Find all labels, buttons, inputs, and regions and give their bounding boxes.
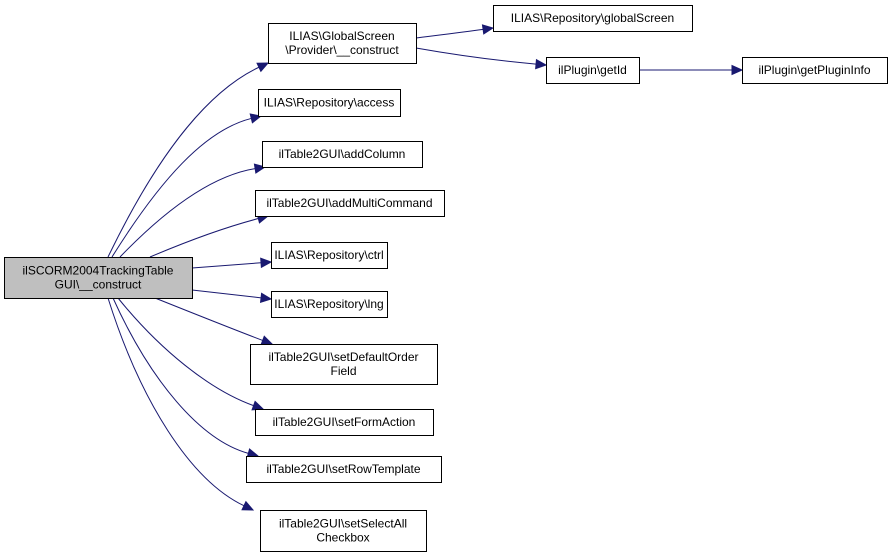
edge-root-to-add_multi [149,218,259,258]
node-label: ILIAS\Repository\ctrl [274,248,383,262]
node-label: ilSCORM2004TrackingTable [23,264,174,278]
arrowhead-icon [535,58,548,70]
node-label: ILIAS\Repository\globalScreen [511,11,674,25]
edge-root-to-set_row_template [112,297,249,454]
node-label: ilPlugin\getPluginInfo [758,63,870,77]
node-repo-access[interactable]: ILIAS\Repository\access [258,89,401,117]
edge-root-to-repo_access [111,117,252,258]
edge-root-to-repo_ctrl [191,262,262,269]
edge-root-to-gs_provider [107,66,260,258]
node-box [246,456,442,483]
node-repo-lng[interactable]: ILIAS\Repository\lng [271,291,388,318]
node-label: ilPlugin\getId [558,63,627,77]
arrowhead-icon [260,335,274,346]
node-add-multi[interactable]: ilTable2GUI\addMultiCommand [255,190,445,217]
arrowhead-icon [731,64,744,76]
edge-root-to-repo_lng [191,289,262,299]
node-plugin-get-info[interactable]: ilPlugin\getPluginInfo [742,57,888,84]
node-box [255,190,445,217]
arrowhead-icon [256,62,270,73]
node-box [262,141,423,168]
node-box [546,57,640,84]
node-label: ilTable2GUI\setRowTemplate [266,462,420,476]
arrowhead-icon [260,257,273,269]
node-label: \Provider\__construct [285,43,399,57]
node-set-form-action[interactable]: ilTable2GUI\setFormAction [255,409,434,436]
node-label: ILIAS\GlobalScreen [289,29,394,43]
node-label: ILIAS\Repository\lng [274,297,383,311]
node-box [258,89,401,117]
node-label: GUI\__construct [55,278,142,292]
node-label: Checkbox [316,531,369,545]
node-label: ilTable2GUI\addMultiCommand [266,196,432,210]
node-set-row-template[interactable]: ilTable2GUI\setRowTemplate [246,456,442,483]
node-box [493,5,693,32]
node-box [271,291,388,318]
node-box [255,409,434,436]
node-box [268,23,417,64]
node-box [742,57,888,84]
node-box [4,257,193,299]
node-label: ilTable2GUI\setFormAction [273,415,416,429]
edges-layer [107,24,744,511]
node-box [260,510,427,552]
node-label: ilTable2GUI\setDefaultOrder [268,350,418,364]
arrowhead-icon [481,24,495,35]
node-box [250,344,438,385]
edge-gs_provider-to-repo_global_screen [415,28,484,39]
node-plugin-get-id[interactable]: ilPlugin\getId [546,57,640,84]
node-label: Field [330,364,356,378]
arrowhead-icon [241,500,255,511]
arrowhead-icon [251,400,265,411]
edge-root-to-set_default_order [154,297,263,341]
node-label: ILIAS\Repository\access [264,96,395,110]
node-repo-ctrl[interactable]: ILIAS\Repository\ctrl [271,242,388,269]
edge-root-to-add_column [119,168,256,258]
edge-root-to-set_form_action [117,297,254,407]
nodes-layer: ilSCORM2004TrackingTableGUI\__constructI… [4,5,888,552]
node-box [271,242,388,269]
edge-gs_provider-to-plugin_get_id [415,47,537,65]
node-gs-provider[interactable]: ILIAS\GlobalScreen\Provider\__construct [268,23,417,64]
node-label: ilTable2GUI\setSelectAll [279,517,407,531]
arrowhead-icon [259,292,273,304]
node-label: ilTable2GUI\addColumn [279,147,406,161]
node-add-column[interactable]: ilTable2GUI\addColumn [262,141,423,168]
edge-root-to-set_select_all [107,297,245,507]
node-repo-global-screen[interactable]: ILIAS\Repository\globalScreen [493,5,693,32]
